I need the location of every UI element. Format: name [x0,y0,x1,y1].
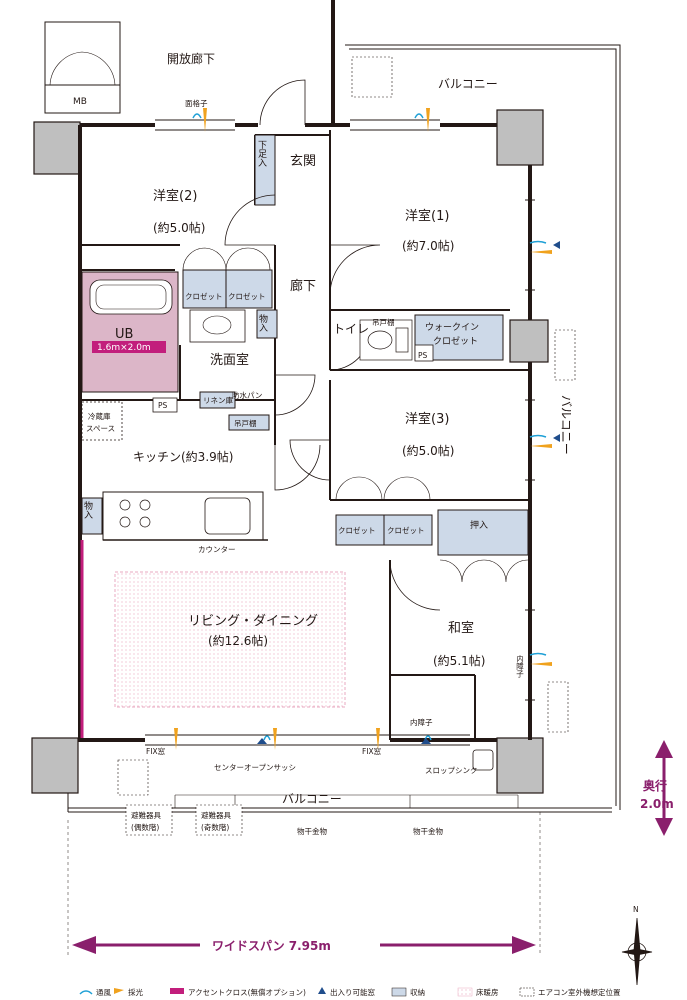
depth-label: 奥行 [643,778,667,793]
ps-box [152,397,178,413]
exterior-walls [78,0,532,742]
stove [119,499,151,528]
ps-label: PS [418,351,428,360]
depth-value: 2.0m [640,797,674,811]
sink [204,497,251,535]
legend-floor-heating: 床暖房 [476,987,499,997]
closet-doors [182,247,529,583]
washitsu-name: 和室 [448,620,474,636]
legend-ac-unit: エアコン室外機想定位置 [538,987,621,997]
ps-box [414,344,434,362]
closet-label: クロゼット [185,291,223,301]
compass-north-label: N [633,905,639,914]
youshitsu1-size: (約7.0帖) [402,238,454,253]
balcony-top-label: バルコニー [438,77,498,91]
legend-icons [79,987,535,997]
compass-icon [621,917,653,986]
windows [145,119,535,746]
legend-daylight: 採光 [128,987,143,997]
monoire-label: 物入 [82,500,93,519]
legend-storage: 収納 [410,987,425,997]
toilet-label: トイレ [333,322,369,336]
wide-span-arrow [67,812,541,955]
balcony-railing [174,794,519,808]
hinan-odd-1: 避難器具 [201,810,231,820]
depth-arrow [655,740,673,836]
fridge-label-1: 冷蔵庫 [88,411,111,421]
uchi-shoji-label: 内障子 [515,654,524,678]
balcony-bottom-label: バルコニー [282,792,342,806]
corridor-label: 開放廊下 [167,51,215,66]
monohoshi-label: 物干金物 [297,826,327,836]
daylight-icons [174,108,552,750]
ps-label: PS [158,401,168,410]
toilet-fixture [359,319,413,361]
tsuridana-label: 吊戸棚 [234,418,257,428]
uchi-shoji-label: 内障子 [410,717,433,727]
hinan-even-1: 避難器具 [131,810,161,820]
monohoshi-label: 物干金物 [413,826,443,836]
fridge-space [81,401,123,441]
monoire-label: 物入 [257,313,268,332]
legend-door-window: 出入り可能窓 [330,987,375,997]
evacuation-device-even [125,804,173,836]
mb-label: MB [73,97,87,107]
counter-label: カウンター [198,545,236,554]
bousui-pan-label: 防水パン [232,390,262,400]
youshitsu2-size: (約5.0帖) [153,220,205,235]
youshitsu2-name: 洋室(2) [153,188,197,204]
mb-box [44,84,121,114]
walkin-label-1: ウォークイン [425,322,479,333]
genkan-label: 玄関 [290,154,316,169]
fridge-label-2: スペース [86,424,115,433]
youshitsu1-name: 洋室(1) [405,208,449,224]
hinan-odd-2: (奇数階) [201,822,229,832]
bathtub [89,279,173,315]
linen-label: リネン庫 [203,395,233,405]
washbasin [189,309,246,343]
balcony-right-label: バルコニー [559,395,573,455]
rouka-label: 廊下 [290,278,316,294]
door-window-icons [257,241,560,744]
kitchen-label: キッチン(約3.9帖) [133,449,233,464]
senmen-label: 洗面室 [210,352,249,368]
walkin-label-2: クロゼット [433,335,478,347]
evacuation-device-odd [195,804,243,836]
oshiire-label: 押入 [470,519,488,531]
shoe-box-label: 下足入 [256,140,267,167]
slop-sink [472,749,494,771]
legend-accent-cloth: アクセントクロス(無償オプション) [188,987,306,997]
ub-size-label: 1.6m×2.0m [97,343,151,353]
closet-label: クロゼット [338,525,376,535]
washitsu-size: (約5.1帖) [433,653,485,668]
living-size: (約12.6帖) [208,633,268,648]
hinan-even-2: (偶数階) [131,822,159,832]
slop-sink-label: スロップシンク [425,766,478,775]
wide-span-label: ワイドスパン 7.95m [212,939,331,953]
fix-window-label: FIX窓 [146,746,166,756]
menkoushi-label: 面格子 [185,98,208,108]
ub-label: UB [115,327,133,342]
closet-label: クロゼット [228,291,266,301]
youshitsu3-name: 洋室(3) [405,411,449,427]
tsuridana-label: 吊戸棚 [372,317,395,327]
legend-ventilation: 通風 [96,987,111,997]
kitchen-counter [102,491,264,541]
fix-window-label: FIX窓 [362,746,382,756]
closet-label: クロゼット [387,525,425,535]
ub-size-badge [92,341,166,353]
ac-unit-positions [117,56,576,796]
center-open-sash-label: センターオープンサッシ [214,763,296,772]
youshitsu3-size: (約5.0帖) [402,443,454,458]
living-name: リビング・ダイニング [188,614,318,629]
floor-heating-area [114,571,346,708]
